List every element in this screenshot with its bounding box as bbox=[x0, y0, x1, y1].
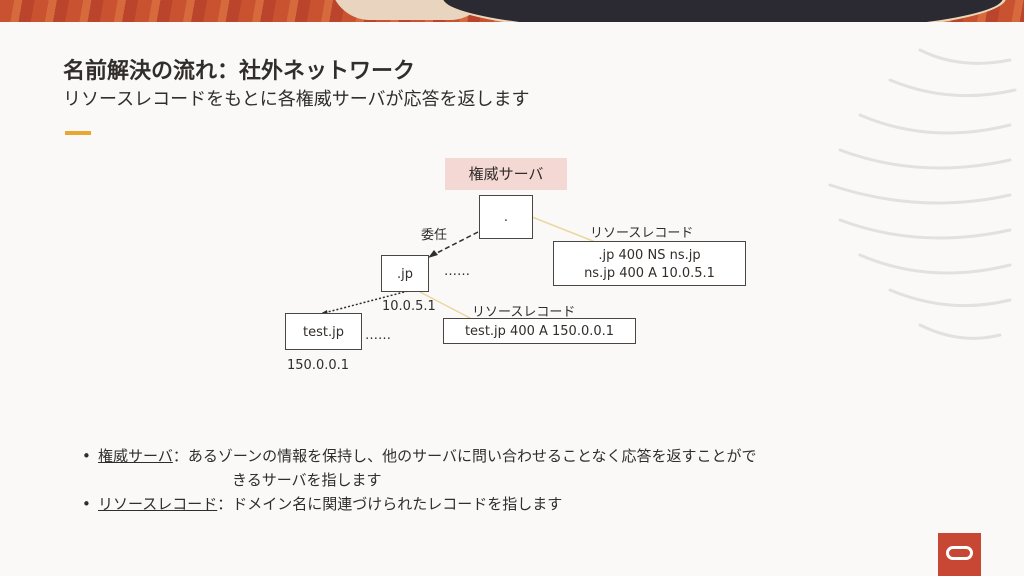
record-connector-2 bbox=[419, 291, 471, 319]
definition-list: •権威サーバ：あるゾーンの情報を保持し、他のサーバに問い合わせることなく応答を返… bbox=[82, 444, 757, 516]
record-2-text: test.jp 400 A 150.0.0.1 bbox=[464, 324, 615, 339]
ellipsis-jp: …… bbox=[444, 264, 470, 279]
page-title: 名前解決の流れ：社外ネットワーク bbox=[63, 59, 416, 84]
test-ip-address: 150.0.0.1 bbox=[287, 358, 350, 373]
bullet-continuation: きるサーバを指します bbox=[232, 471, 382, 489]
bullet-item: •権威サーバ：あるゾーンの情報を保持し、他のサーバに問い合わせることなく応答を返… bbox=[82, 447, 757, 465]
resource-record-box-1: .jp 400 NS ns.jp ns.jp 400 A 10.0.5.1 bbox=[553, 241, 746, 286]
root-server-label: . bbox=[503, 210, 509, 225]
resource-record-label-2: リソースレコード bbox=[472, 305, 576, 320]
page-subtitle: リソースレコードをもとに各権威サーバが応答を返します bbox=[63, 89, 530, 110]
record-1-line-1: .jp 400 NS ns.jp bbox=[598, 248, 701, 263]
delegation-arrowhead bbox=[428, 250, 438, 258]
root-server-box: . bbox=[479, 195, 533, 239]
record-connector-1 bbox=[531, 216, 599, 244]
authority-server-label: 権威サーバ bbox=[445, 158, 567, 190]
resource-record-box-2: test.jp 400 A 150.0.0.1 bbox=[443, 318, 636, 344]
decorative-texture bbox=[828, 48, 1017, 340]
record-1-line-2: ns.jp 400 A 10.0.5.1 bbox=[584, 266, 715, 281]
resource-record-label-1: リソースレコード bbox=[590, 226, 694, 241]
jp-server-box: .jp bbox=[381, 255, 429, 292]
referral-arrow bbox=[323, 290, 409, 314]
bullet-term: 権威サーバ bbox=[98, 447, 173, 465]
accent-bar bbox=[65, 131, 91, 135]
test-server-box: test.jp bbox=[285, 313, 362, 350]
delegation-arrow bbox=[432, 231, 479, 256]
bullet-item: •リソースレコード：ドメイン名に関連づけられたレコードを指します bbox=[82, 495, 563, 513]
delegation-label: 委任 bbox=[421, 228, 448, 243]
test-server-label: test.jp bbox=[303, 325, 344, 340]
jp-ip-address: 10.0.5.1 bbox=[382, 299, 436, 314]
decorative-banner bbox=[0, 0, 1024, 22]
ellipsis-test: …… bbox=[365, 328, 391, 343]
jp-server-label: .jp bbox=[397, 267, 413, 282]
bullet-text: ：ドメイン名に関連づけられたレコードを指します bbox=[217, 495, 563, 513]
bullet-text: ：あるゾーンの情報を保持し、他のサーバに問い合わせることなく応答を返すことがで bbox=[172, 447, 757, 465]
bullet-term: リソースレコード bbox=[98, 495, 218, 513]
oracle-logo bbox=[938, 533, 981, 576]
